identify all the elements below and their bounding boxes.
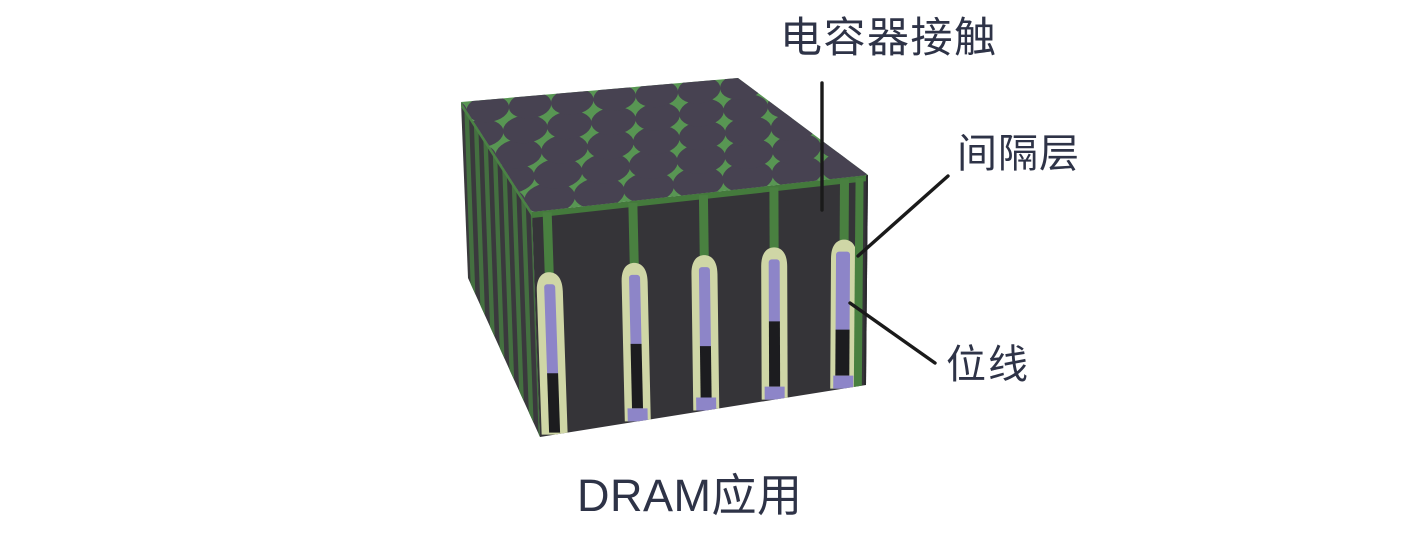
bitline-leader-line: [848, 301, 937, 365]
figure-caption: DRAM应用: [577, 470, 803, 521]
front-face-pillars: [532, 175, 868, 435]
label-bit-line: 位线: [946, 343, 1030, 387]
left-face-stripes: [461, 102, 540, 437]
spacer-leader-line: [856, 174, 950, 258]
label-spacer-layer: 间隔层: [957, 132, 1080, 176]
label-capacitor-contact: 电容器接触: [780, 14, 998, 61]
